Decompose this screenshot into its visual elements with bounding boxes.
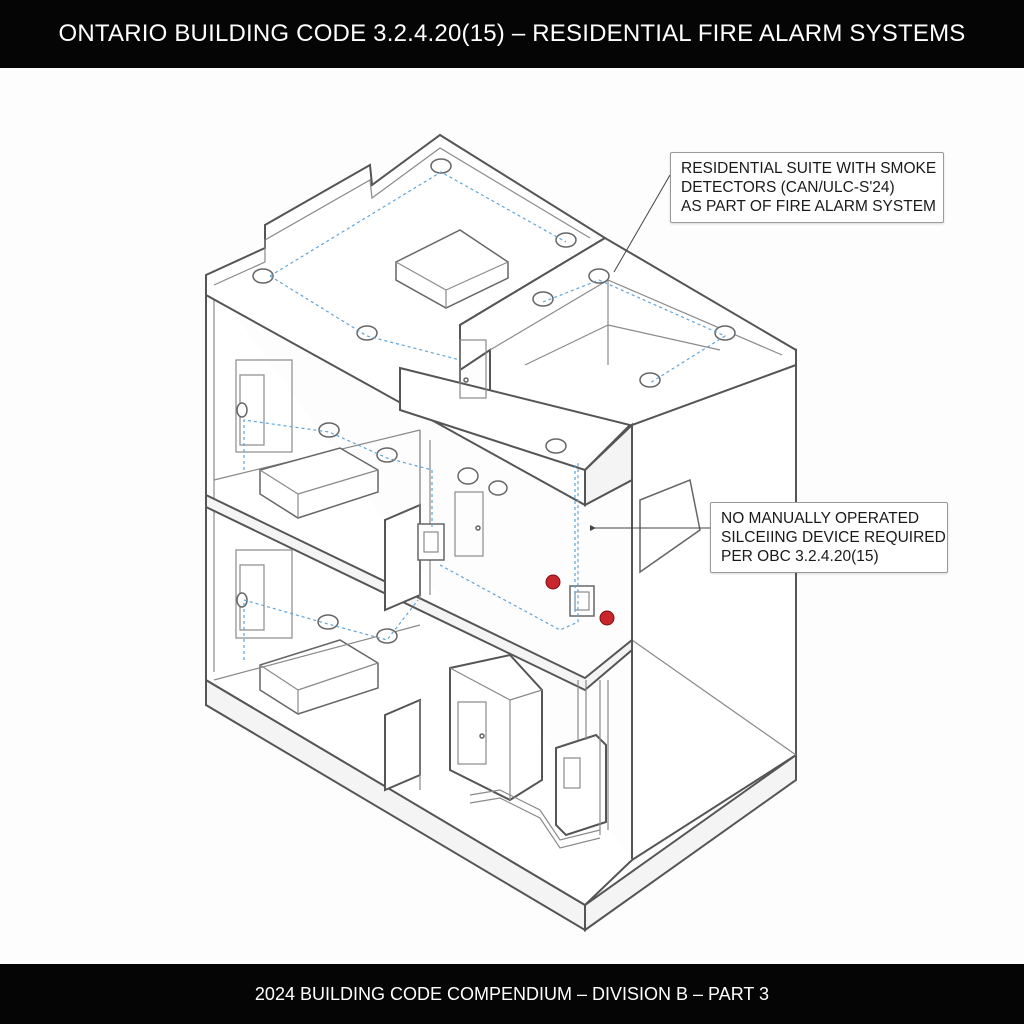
callout-leaders <box>590 174 710 531</box>
upper-bedroom <box>235 359 379 519</box>
diagram-title: ONTARIO BUILDING CODE 3.2.4.20(15) – RES… <box>58 20 966 47</box>
callout-residential-suite: RESIDENTIAL SUITE WITH SMOKE DETECTORS (… <box>670 152 944 223</box>
diagram-footer-bar: 2024 BUILDING CODE COMPENDIUM – DIVISION… <box>0 964 1024 1024</box>
callout-suite-line-3: AS PART OF FIRE ALARM SYSTEM <box>681 198 936 215</box>
callout-silencing-line-2: SILCEIING DEVICE REQUIRED <box>721 529 946 546</box>
callout-suite-line-2: DETECTORS (CAN/ULC-S'24) <box>681 179 895 196</box>
ground-floor-service-room <box>449 653 609 849</box>
callout-silencing-line-1: NO MANUALLY OPERATED <box>721 510 920 527</box>
alarm-devices <box>545 574 615 626</box>
interior-partitions <box>384 430 431 792</box>
top-floor-furniture <box>395 229 509 309</box>
lower-bedroom <box>213 549 421 715</box>
right-exterior-wall <box>631 348 797 862</box>
callout-suite-line-1: RESIDENTIAL SUITE WITH SMOKE <box>681 160 937 177</box>
callout-silencing-line-3: PER OBC 3.2.4.20(15) <box>721 548 879 565</box>
diagram-title-bar: ONTARIO BUILDING CODE 3.2.4.20(15) – RES… <box>0 0 1024 68</box>
smoke-detectors <box>252 158 736 644</box>
isometric-building-diagram: .wall { fill: #ffffff; stroke: #555; str… <box>0 68 1024 964</box>
building-drawing: .wall { fill: #ffffff; stroke: #555; str… <box>205 133 797 932</box>
diagram-footer: 2024 BUILDING CODE COMPENDIUM – DIVISION… <box>254 983 770 1004</box>
callout-silencing-device: NO MANUALLY OPERATED SILCEIING DEVICE RE… <box>710 502 948 573</box>
alarm-wiring <box>243 171 727 660</box>
corridor <box>417 467 508 561</box>
